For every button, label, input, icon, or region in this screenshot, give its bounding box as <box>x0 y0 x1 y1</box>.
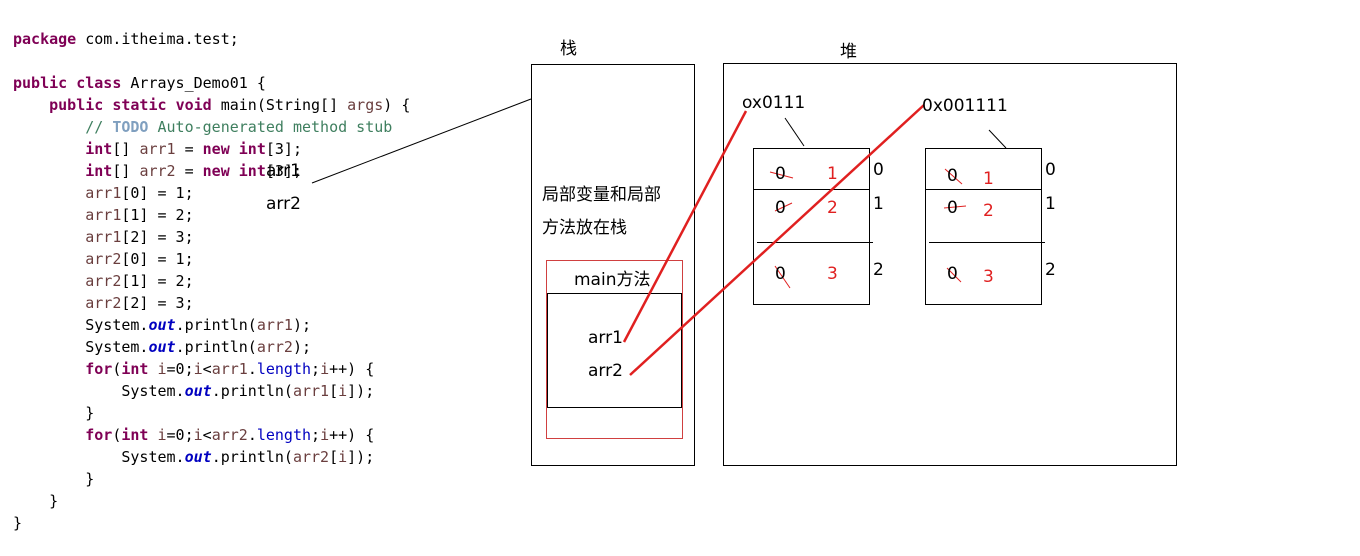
stack-title: 栈 <box>560 39 577 59</box>
code-line: package com.itheima.test; <box>13 30 239 48</box>
code-line: for(int i=0;i<arr1.length;i++) { <box>85 360 375 378</box>
strike-mark <box>774 265 791 289</box>
stack-box <box>531 64 695 466</box>
code-line: System.out.println(arr1); <box>13 316 312 334</box>
stack-var-arr1: arr1 <box>588 328 623 348</box>
array1-index-0: 0 <box>873 160 884 180</box>
code-line: System.out.println(arr2[i]); <box>13 448 375 466</box>
code-line: } <box>13 404 95 422</box>
array1-new-value-2: 3 <box>827 264 838 284</box>
main-frame-title: main方法 <box>574 270 651 290</box>
array2-index-2: 2 <box>1045 260 1056 280</box>
code-listing: package com.itheima.test; public class A… <box>13 6 410 556</box>
main-frame-inner <box>547 293 682 408</box>
array2-old-value-0: 0 <box>947 166 958 186</box>
main-frame-outer <box>546 260 683 439</box>
array2-box <box>925 148 1042 305</box>
array2-old-value-2: 0 <box>947 264 958 284</box>
array1-index-2: 2 <box>873 260 884 280</box>
array1-new-value-0: 1 <box>827 164 838 184</box>
array2-address: 0x001111 <box>922 96 1008 116</box>
code-line: int[] arr1 = new int[3]; <box>85 140 302 158</box>
code-line: arr2[0] = 1; <box>85 250 194 268</box>
memory-diagram <box>311 63 1177 466</box>
array1-old-value-1: 0 <box>775 198 786 218</box>
stack-note-line2: 方法放在栈 <box>542 218 627 238</box>
array1-old-value-2: 0 <box>775 264 786 284</box>
code-line: arr2[1] = 2; <box>85 272 194 290</box>
code-line: } <box>13 470 95 488</box>
heap-box <box>723 63 1177 466</box>
array2-new-value-1: 2 <box>983 201 994 221</box>
array2-index-0: 0 <box>1045 160 1056 180</box>
array1-new-value-1: 2 <box>827 198 838 218</box>
annotation-arr1: arr1 <box>266 161 301 181</box>
code-line: System.out.println(arr2); <box>13 338 312 356</box>
stack-var-arr2: arr2 <box>588 361 623 381</box>
heap-title: 堆 <box>840 42 857 62</box>
array2-new-value-2: 3 <box>983 267 994 287</box>
array1-box <box>753 148 870 305</box>
code-line: for(int i=0;i<arr2.length;i++) { <box>85 426 375 444</box>
annotation-leader <box>311 98 532 184</box>
array2-address-leader <box>988 129 1007 149</box>
code-line: arr1[0] = 1; <box>85 184 194 202</box>
annotation-arr2: arr2 <box>266 194 301 214</box>
pointer-arr2 <box>629 104 925 376</box>
array2-old-value-1: 0 <box>947 198 958 218</box>
strike-mark <box>946 267 962 283</box>
code-line: public static void main(String[] args) { <box>49 96 411 114</box>
pointer-arr1 <box>622 110 748 343</box>
code-line: } <box>13 514 23 532</box>
code-line: } <box>13 492 59 510</box>
array1-index-1: 1 <box>873 194 884 214</box>
strike-mark <box>769 171 794 179</box>
array2-index-1: 1 <box>1045 194 1056 214</box>
code-line: arr1[2] = 3; <box>85 228 194 246</box>
code-line: arr1[1] = 2; <box>85 206 194 224</box>
code-line: // TODO Auto-generated method stub <box>13 118 393 136</box>
strike-mark <box>774 202 793 212</box>
array2-new-value-0: 1 <box>983 169 994 189</box>
strike-mark <box>943 205 967 209</box>
code-line: int[] arr2 = new int[3]; <box>85 162 302 180</box>
array1-address: ox0111 <box>742 93 806 113</box>
code-line: arr2[2] = 3; <box>85 294 194 312</box>
strike-mark <box>944 168 963 185</box>
array1-address-leader <box>784 117 805 147</box>
code-line: public class Arrays_Demo01 { <box>13 74 266 92</box>
array1-old-value-0: 0 <box>775 164 786 184</box>
code-line: System.out.println(arr1[i]); <box>13 382 375 400</box>
stack-note-line1: 局部变量和局部 <box>542 185 661 205</box>
